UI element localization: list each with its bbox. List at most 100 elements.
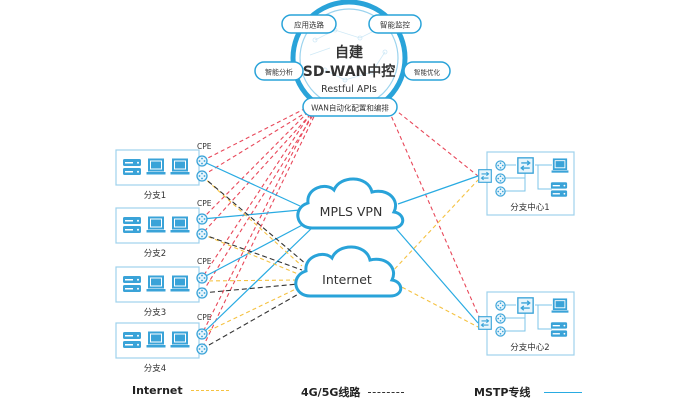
mstp-link [201, 160, 301, 207]
legend-label: 4G/5G线路 [301, 386, 361, 399]
feature-pill-optimize[interactable]: 智能优化 [403, 61, 451, 81]
cellular-link [201, 291, 303, 350]
controller-title-line2: SD-WAN中控 [303, 63, 396, 80]
laptop-icon [550, 158, 570, 174]
control-link [201, 103, 321, 294]
branch-4[interactable]: 分支4 CPE [115, 313, 212, 374]
internet-link [395, 283, 479, 328]
cpe-label: CPE [197, 142, 212, 151]
legend-swatch-dashed-black [368, 391, 405, 393]
internet-link [201, 233, 299, 275]
laptop-icon [146, 275, 166, 293]
legend-item-internet: Internet [132, 384, 229, 397]
hubs-group: 分支中心1 分支中心2 [478, 151, 575, 356]
hub-internal-links [502, 304, 552, 332]
cpe-router-icon[interactable] [196, 287, 208, 299]
hub-2[interactable]: 分支中心2 [478, 291, 575, 356]
branch-label: 分支2 [144, 248, 166, 259]
legend-label: Internet [132, 384, 183, 397]
laptop-icon [146, 158, 166, 176]
legend-item-cellular: 4G/5G线路 [301, 384, 405, 400]
cpe-router-icon[interactable] [196, 170, 208, 182]
cpe-label: CPE [197, 257, 212, 266]
cpe-router-icon[interactable] [196, 272, 208, 284]
cloud-shape [294, 245, 403, 298]
sdwan-controller[interactable]: 自建 SD-WAN中控 Restful APIs 应用选路 智能监控 智能分析 … [254, 0, 451, 117]
laptop-icon [146, 216, 166, 234]
router-icon [495, 160, 506, 171]
feature-pill-orchestration[interactable]: WAN自动化配置和编排 [302, 97, 398, 117]
branch-3[interactable]: 分支3 CPE [115, 257, 212, 318]
cpe-router-icon[interactable] [196, 343, 208, 355]
cloud-internet[interactable]: Internet [294, 245, 403, 298]
cpe-router-icon[interactable] [196, 155, 208, 167]
laptop-icon [170, 216, 190, 234]
hub-label: 分支中心2 [510, 342, 549, 353]
laptop-icon [170, 158, 190, 176]
internet-link [201, 175, 303, 267]
links-layer [201, 101, 481, 350]
branch-label: 分支1 [144, 190, 166, 201]
controller-title-line1: 自建 [335, 44, 363, 61]
laptop-icon [146, 331, 166, 349]
branch-1[interactable]: 分支1 CPE [115, 142, 212, 201]
legend-swatch-solid-blue [544, 391, 583, 393]
cloud-label: MPLS VPN [320, 204, 383, 219]
cloud-label: Internet [322, 272, 372, 287]
feature-label: 智能监控 [380, 20, 410, 30]
laptop-icon [170, 331, 190, 349]
cellular-link [201, 283, 299, 294]
feature-label: WAN自动化配置和编排 [311, 103, 389, 113]
cpe-router-icon[interactable] [196, 228, 208, 240]
mstp-link [201, 221, 309, 279]
control-link [201, 101, 319, 220]
hub-1[interactable]: 分支中心1 [478, 151, 575, 216]
branches-group: 分支1 CPE 分支2 CPE 分支3 CPE [115, 142, 212, 374]
branch-label: 分支3 [144, 307, 166, 318]
cpe-router-icon[interactable] [196, 328, 208, 340]
cellular-link [201, 175, 307, 265]
edge-switch-icon[interactable] [478, 316, 492, 330]
cpe-label: CPE [197, 313, 212, 322]
legend-item-mstp: MSTP专线 [474, 384, 583, 400]
branch-label: 分支4 [144, 363, 166, 374]
control-link [201, 101, 319, 162]
cellular-link [201, 233, 303, 271]
internet-link [201, 279, 299, 282]
legend-swatch-dashed-yellow [190, 390, 229, 391]
hub-internal-links [502, 164, 552, 192]
edge-switch-icon[interactable] [478, 169, 492, 183]
feature-label: 智能分析 [265, 68, 293, 77]
cloud-mpls-vpn[interactable]: MPLS VPN [296, 177, 405, 230]
control-link [201, 103, 321, 235]
control-link [387, 103, 479, 177]
laptop-icon [550, 298, 570, 314]
feature-label: 智能优化 [414, 68, 441, 77]
laptop-icon [170, 275, 190, 293]
branch-2[interactable]: 分支2 CPE [115, 199, 212, 259]
internet-link [201, 287, 299, 335]
control-link [201, 103, 321, 350]
hub-label: 分支中心1 [510, 202, 549, 213]
feature-pill-analysis[interactable]: 智能分析 [254, 61, 304, 81]
cpe-label: CPE [197, 199, 212, 208]
router-icon [495, 326, 506, 337]
internet-link [389, 179, 479, 275]
controller-subtitle: Restful APIs [321, 84, 377, 95]
cloud-shape [296, 177, 405, 230]
legend-label: MSTP专线 [474, 386, 531, 399]
feature-pill-monitor[interactable]: 智能监控 [368, 14, 422, 34]
control-link [201, 101, 319, 335]
mstp-link [201, 209, 301, 220]
switch-icon [517, 297, 534, 314]
cpe-router-icon[interactable] [196, 213, 208, 225]
feature-label: 应用选路 [294, 20, 324, 30]
router-icon [495, 186, 506, 197]
mstp-link [391, 223, 479, 324]
router-icon [495, 313, 506, 324]
feature-pill-routing[interactable]: 应用选路 [281, 14, 337, 34]
router-icon [495, 173, 506, 184]
switch-icon [517, 157, 534, 174]
control-link [201, 101, 319, 279]
